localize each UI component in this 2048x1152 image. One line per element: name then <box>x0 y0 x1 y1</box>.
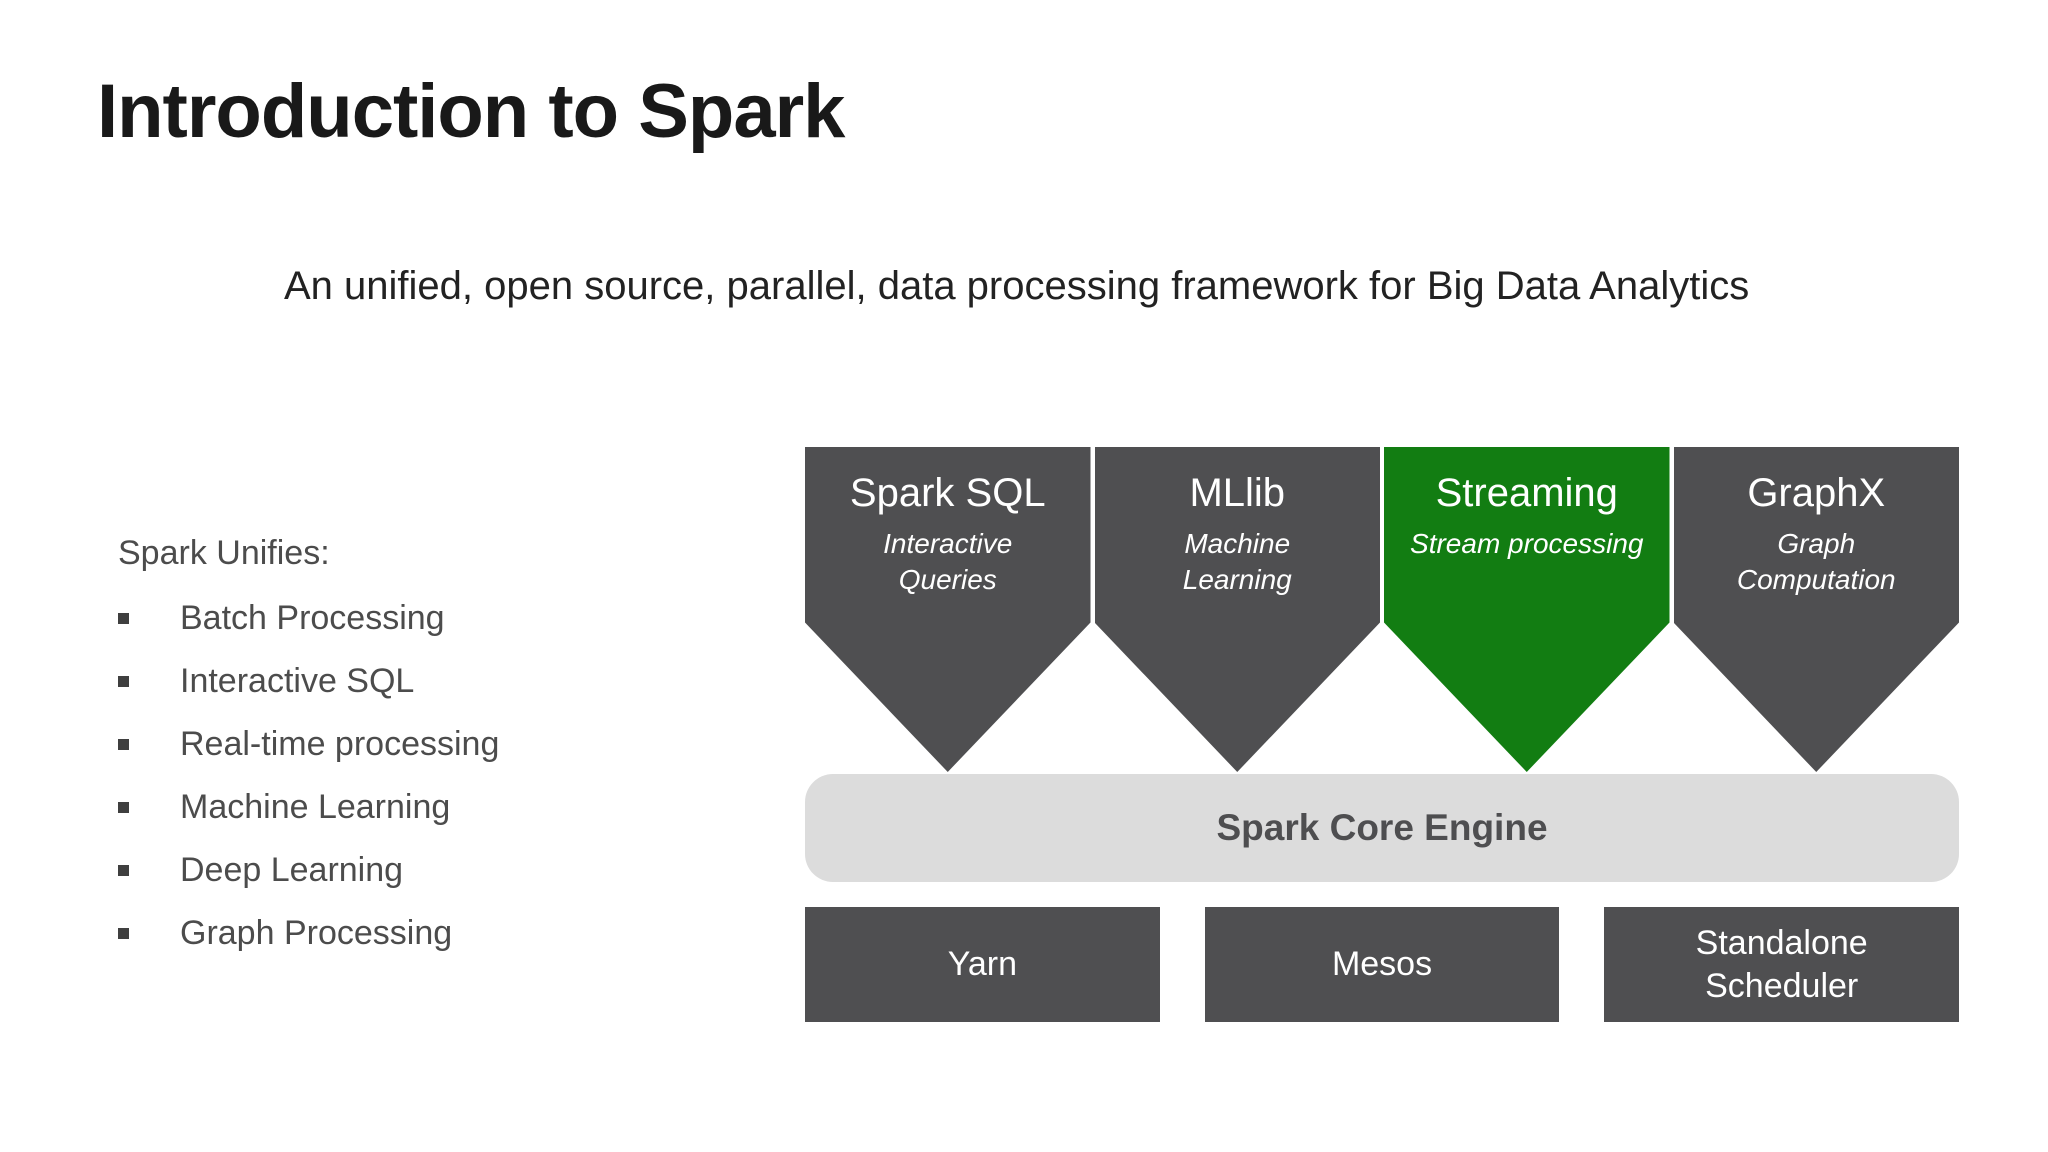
list-item: Graph Processing <box>118 902 499 965</box>
unifies-list: Spark Unifies: Batch Processing Interact… <box>118 533 499 965</box>
list-item-label: Deep Learning <box>180 851 404 889</box>
bullet-square-icon <box>118 676 129 687</box>
component-description: Machine Learning <box>1182 528 1292 596</box>
component-arrows-row: Spark SQL Interactive Queries MLlib Mach… <box>805 447 1959 772</box>
component-description: Interactive Queries <box>883 528 1013 596</box>
bullet-square-icon <box>118 613 129 624</box>
list-item: Machine Learning <box>118 776 499 839</box>
component-arrow-mllib: MLlib Machine Learning <box>1094 447 1380 772</box>
spark-core-engine-bar: Spark Core Engine <box>805 774 1959 882</box>
cluster-managers-row: Yarn Mesos Standalone Scheduler <box>805 907 1960 1022</box>
list-item: Batch Processing <box>118 587 499 650</box>
list-item: Real-time processing <box>118 713 499 776</box>
cluster-manager-yarn: Yarn <box>805 907 1160 1022</box>
component-arrow-spark-sql: Spark SQL Interactive Queries <box>805 447 1091 772</box>
component-name: GraphX <box>1747 471 1886 515</box>
core-engine-label: Spark Core Engine <box>1216 807 1548 848</box>
spark-architecture-diagram: Spark SQL Interactive Queries MLlib Mach… <box>805 447 1960 1022</box>
list-item-label: Interactive SQL <box>180 662 415 700</box>
bullet-square-icon <box>118 928 129 939</box>
slide-subtitle: An unified, open source, parallel, data … <box>284 264 1750 308</box>
component-arrow-graphx: GraphX Graph Computation <box>1673 447 1959 772</box>
bullet-square-icon <box>118 802 129 813</box>
list-item: Interactive SQL <box>118 650 499 713</box>
list-item-label: Graph Processing <box>180 914 453 952</box>
list-item: Deep Learning <box>118 839 499 902</box>
list-item-label: Batch Processing <box>180 599 445 637</box>
list-item-label: Real-time processing <box>180 725 500 763</box>
unifies-heading: Spark Unifies: <box>118 534 330 572</box>
component-name: Spark SQL <box>849 471 1046 515</box>
component-description: Stream processing <box>1410 528 1644 559</box>
cluster-manager-standalone: Standalone Scheduler <box>1604 907 1960 1022</box>
slide-title: Introduction to Spark <box>97 69 845 154</box>
bullet-square-icon <box>118 865 129 876</box>
list-item-label: Machine Learning <box>180 788 451 826</box>
component-description: Graph Computation <box>1736 528 1896 596</box>
bullet-square-icon <box>118 739 129 750</box>
component-name: Streaming <box>1435 471 1618 515</box>
cluster-manager-mesos: Mesos <box>1204 907 1560 1022</box>
component-name: MLlib <box>1189 471 1286 515</box>
component-arrow-streaming: Streaming Stream processing <box>1384 447 1670 772</box>
